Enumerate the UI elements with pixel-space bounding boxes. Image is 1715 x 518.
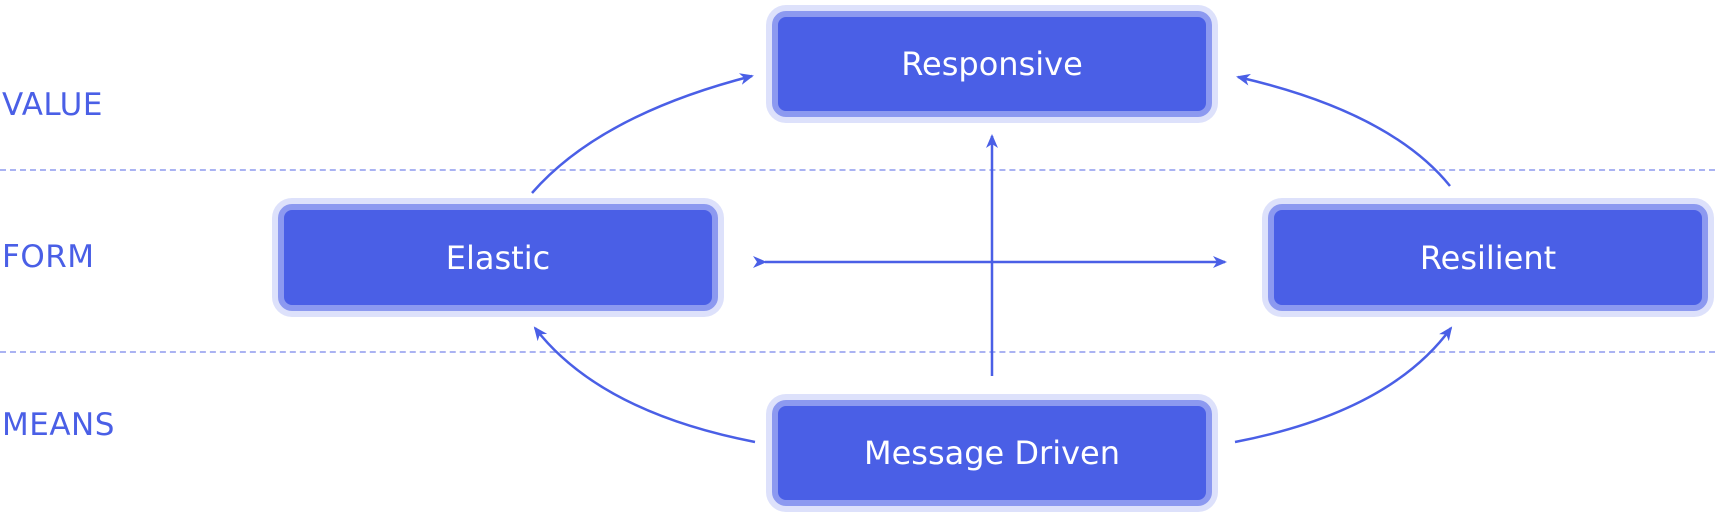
layer-label-means: MEANS [2, 407, 115, 443]
node-resilient-label: Resilient [1419, 238, 1557, 277]
node-responsive: Responsive [772, 11, 1212, 117]
arrow-resilient-to-responsive [1236, 73, 1451, 187]
node-responsive-label: Responsive [901, 45, 1083, 83]
layer-label-form: FORM [2, 239, 95, 275]
arrow-elastic-to-responsive [531, 73, 754, 194]
value-form-divider [0, 169, 1715, 171]
node-message-driven: Message Driven [772, 400, 1212, 506]
node-message-driven-label: Message Driven [863, 434, 1120, 472]
arrow-message-driven-to-elastic [533, 326, 756, 444]
arrow-message-driven-to-resilient [1234, 326, 1453, 444]
node-elastic-label: Elastic [445, 238, 551, 277]
node-resilient: Resilient [1268, 204, 1708, 311]
node-elastic: Elastic [278, 204, 718, 311]
layer-label-value: VALUE [2, 87, 103, 123]
form-means-divider [0, 351, 1715, 353]
